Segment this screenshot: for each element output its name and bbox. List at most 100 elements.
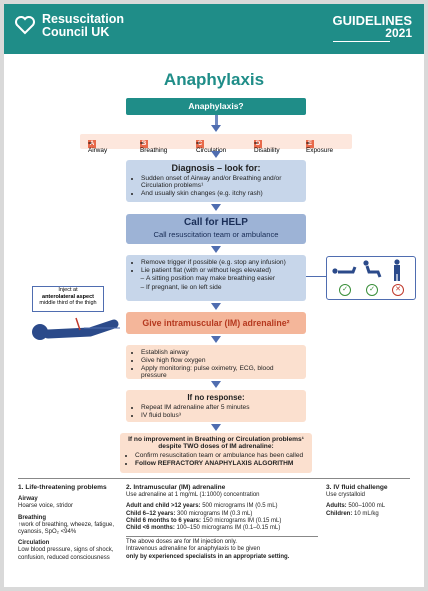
diagnosis-item: And usually skin changes (e.g. itchy ras… [141,190,300,197]
diagnosis-box: Diagnosis – look for: Sudden onset of Ai… [126,160,306,202]
diagnosis-heading: Diagnosis – look for: [171,163,261,173]
children-value: 10 mL/kg [354,510,379,517]
airway-text: Hoarse voice, stridor [18,503,74,510]
children-row: Children: 10 mL/kg [326,511,416,518]
no-response-item: IV fluid bolus³ [141,412,300,419]
call-help-box: Call for HELP Call resuscitation team or… [126,214,306,244]
footnote-iv-fluid: 3. IV fluid challenge Use crystalloid Ad… [326,484,416,518]
breathing-heading: Breathing [18,514,47,521]
footnote2-sub: Use adrenaline at 1 mg/mL (1:1000) conce… [126,492,260,499]
refractory-item: Confirm resuscitation team or ambulance … [135,452,306,459]
connector-line [306,276,326,277]
dose-value: 100–150 micrograms IM (0.1–0.15 mL) [176,525,281,532]
refractory-box: If no improvement in Breathing or Circul… [120,433,312,473]
guidelines-badge: GUIDELINES 2021 [332,13,412,42]
inject-bold: anterolateral aspect [42,293,94,300]
dose-table: Adult and child >12 years: 500 microgram… [126,503,318,532]
abcde-strip: A= Airway B= Breathing C= Circulation D=… [80,134,352,154]
guidelines-year: 2021 [385,26,412,40]
flow-arrow-icon [211,246,221,253]
footnote-divider [18,478,410,479]
refractory-item: Follow REFRACTORY ANAPHYLAXIS ALGORITHM [135,460,306,467]
org-line2: Council UK [42,25,110,39]
check-icon: ✓ [366,284,378,296]
flow-arrow-icon [211,336,221,343]
diagnosis-item: Sudden onset of Airway and/or Breathing … [141,175,300,189]
refractory-heading2: despite TWO doses of IM adrenaline: [158,443,274,450]
breathing-text: ↑work of breathing, wheeze, fatigue, cya… [18,521,115,536]
flow-arrow-icon [211,381,221,388]
check-icon: ✓ [339,284,351,296]
adults-label: Adults: [326,503,347,510]
dose-row: Child 6 months to 6 years: 150 microgram… [126,518,318,525]
flow-arrow-icon [211,125,221,132]
children-label: Children: [326,510,353,517]
adults-value: 500–1000 mL [348,503,386,510]
dose-value: 150 micrograms IM (0.15 mL) [202,517,282,524]
dose-who: Child 6 months to 6 years: [126,517,202,524]
guidelines-label: GUIDELINES [332,13,412,28]
letter-d: D [254,140,262,148]
heart-logo-icon [15,16,35,35]
sitting-icon [363,260,382,278]
refractory-heading1: If no improvement in Breathing or Circul… [128,436,304,443]
dose-row: Child 6–12 years: 300 micrograms IM (0.3… [126,511,318,518]
letter-a: A [88,140,96,148]
footnote1-heading: 1. Life-threatening problems [18,484,107,491]
no-response-box: If no response: Repeat IM adrenaline aft… [126,390,306,422]
dose-who: Child 6–12 years: [126,510,176,517]
no-response-heading: If no response: [187,393,245,402]
dose-who: Adult and child >12 years: [126,503,201,510]
letter-c: C [196,140,204,148]
inject-line1: Inject at [58,287,78,293]
abcde-label: = Breathing [140,140,168,154]
circulation-text: Low blood pressure, signs of shock, conf… [18,547,114,561]
letter-b: B [140,140,148,148]
circulation-heading: Circulation [18,540,50,547]
footnote2-heading: 2. Intramuscular (IM) adrenaline [126,484,226,491]
dose-note: The above doses are for IM injection onl… [126,536,318,561]
abcde-label: = Exposure [306,140,333,154]
thigh-injection-icon [32,317,120,340]
dose-note-line: Intravenous adrenaline for anaphylaxis t… [126,546,261,553]
header-bar: Resuscitation Council UK GUIDELINES 2021 [4,4,424,54]
dose-note-line: The above doses are for IM injection onl… [126,539,237,546]
dose-who: Child <6 months: [126,525,175,532]
adults-row: Adults: 500–1000 mL [326,503,416,510]
patient-position-panel: ✓ ✓ ✕ [326,256,416,300]
cross-icon: ✕ [392,284,404,296]
flow-arrow-icon [211,151,221,158]
letter-e: E [306,140,314,148]
trigger-item: Lie patient flat (with or without legs e… [141,267,300,274]
abcde-label: = Circulation [196,140,227,154]
dose-row: Adult and child >12 years: 500 microgram… [126,503,318,510]
guideline-sheet: Resuscitation Council UK GUIDELINES 2021… [4,4,424,587]
footnote3-heading: 3. IV fluid challenge [326,484,388,491]
footnote-im-adrenaline: 2. Intramuscular (IM) adrenaline Use adr… [126,484,318,561]
airway-oxygen-box: Establish airway Give high flow oxygen A… [126,345,306,379]
flow-arrow-icon [211,424,221,431]
flow-arrow-icon [211,303,221,310]
inject-line2: middle third of the thigh [39,300,97,306]
org-line1: Resuscitation [42,12,124,26]
trigger-item: Remove trigger if possible (e.g. stop an… [141,259,300,266]
standing-icon [394,259,400,281]
im-adrenaline-step: Give intramuscular (IM) adrenaline² [126,312,306,334]
lying-flat-icon [332,266,357,274]
airway-item: Give high flow oxygen [141,357,300,364]
guidelines-underline [332,41,390,42]
anaphylaxis-question: Anaphylaxis? [126,98,306,115]
dose-value: 300 micrograms IM (0.3 mL) [177,510,253,517]
no-response-item: Repeat IM adrenaline after 5 minutes [141,404,300,411]
page-title: Anaphylaxis [163,70,265,89]
abcde-label: = Airway [88,140,108,154]
trigger-subitem: If pregnant, lie on left side [146,284,300,291]
flow-arrow-icon [211,204,221,211]
dose-row: Child <6 months: 100–150 micrograms IM (… [126,525,318,532]
trigger-box: Remove trigger if possible (e.g. stop an… [126,255,306,301]
trigger-subitem: A sitting position may make breathing ea… [146,275,300,282]
abcde-label: = Disability [254,140,280,154]
airway-item: Apply monitoring: pulse oximetry, ECG, b… [141,365,300,379]
airway-item: Establish airway [141,349,300,356]
footnote3-sub: Use crystalloid [326,492,366,499]
